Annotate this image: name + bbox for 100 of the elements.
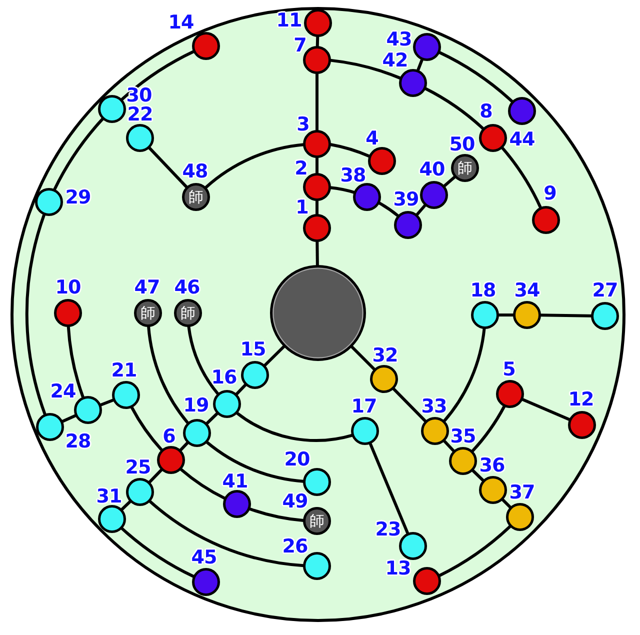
connector-line (206, 441, 304, 483)
node-number: 34 (514, 284, 540, 298)
connector-line (330, 58, 401, 80)
node-number: 2 (294, 162, 308, 176)
node-number: 33 (421, 400, 447, 414)
node-number: 19 (183, 398, 209, 414)
connector-line (350, 346, 376, 371)
connector-line (501, 498, 512, 509)
connector-line (187, 326, 220, 395)
connector-line (392, 388, 427, 422)
node-number: 16 (211, 370, 237, 386)
connector-line (330, 143, 370, 158)
node-number: 31 (96, 490, 122, 504)
node-number: 41 (222, 474, 248, 490)
hub-circle (270, 265, 366, 361)
connector-line (424, 87, 484, 130)
node-number: 48 (182, 164, 208, 180)
node-number: 12 (568, 392, 594, 408)
connector-line (443, 328, 486, 422)
connector-line (501, 146, 542, 208)
node-number: 8 (480, 104, 492, 120)
connector-line (443, 176, 456, 188)
node-number: 22 (127, 108, 153, 122)
connector-line (148, 468, 163, 484)
connector-line (264, 345, 286, 367)
node-number: 5 (502, 362, 516, 378)
node-number: 14 (168, 16, 194, 30)
connector-line (180, 468, 226, 500)
node-number: 15 (240, 342, 266, 358)
connector-line (438, 525, 512, 577)
connector-line (416, 59, 424, 71)
connector-line (316, 36, 320, 47)
node-number: 40 (419, 162, 445, 178)
connector-line (235, 384, 247, 396)
connector-line (316, 241, 319, 266)
connector-line (416, 204, 426, 216)
node-number: 38 (340, 168, 366, 184)
node-number: 45 (191, 550, 217, 566)
connector-line (53, 118, 104, 190)
connector-line (316, 158, 318, 174)
connector-line (236, 412, 353, 442)
node-number: 36 (479, 458, 505, 474)
connector-line (120, 527, 194, 578)
node-number: 28 (65, 434, 91, 450)
connector-line (522, 398, 570, 422)
connector-line (120, 50, 194, 101)
node-number: 6 (162, 430, 176, 444)
connector-line (100, 398, 114, 406)
connector-line (204, 143, 304, 189)
node-number: 20 (284, 452, 310, 468)
connector-line (249, 507, 304, 522)
connector-line (498, 314, 514, 316)
connector-line (330, 186, 355, 194)
connector-line (540, 314, 592, 318)
node-number: 47 (134, 280, 160, 296)
node-number: 3 (296, 118, 310, 132)
connector-line (148, 500, 304, 568)
node-number: 27 (592, 284, 618, 298)
node-number: 10 (55, 280, 81, 296)
connector-line (62, 414, 76, 423)
node-number: 29 (65, 190, 91, 206)
connector-line (378, 202, 399, 218)
connector-line (443, 440, 455, 452)
node-number: 32 (372, 348, 398, 364)
node-number: 4 (366, 132, 378, 146)
node-number: 43 (386, 32, 412, 48)
node-number: 25 (125, 460, 151, 476)
node-number: 1 (296, 200, 308, 216)
node-number: 13 (385, 562, 411, 576)
connector-line (148, 146, 188, 188)
connector-line (147, 326, 190, 424)
connector-line (472, 469, 484, 482)
connector-line (471, 406, 506, 452)
node-number: 37 (509, 486, 535, 500)
node-number: 49 (282, 494, 308, 510)
node-number: 24 (50, 384, 76, 400)
connector-line (120, 500, 132, 511)
connector-line (438, 51, 514, 103)
node-number: 46 (174, 280, 200, 296)
node-number: 11 (276, 14, 302, 28)
connector-line (368, 442, 410, 534)
node-number: 9 (544, 186, 556, 202)
node-number: 30 (126, 88, 152, 104)
node-number: 23 (375, 522, 401, 538)
connector-line (66, 326, 85, 398)
node-number: 44 (509, 132, 535, 148)
node-number: 42 (382, 54, 408, 68)
node-number: 50 (449, 138, 475, 152)
connector-line (206, 412, 218, 425)
node-number: 26 (282, 540, 308, 554)
node-number: 21 (111, 364, 137, 378)
node-number: 7 (294, 38, 306, 54)
connector-line (25, 214, 46, 415)
connector-line (130, 406, 163, 452)
connector-line (316, 200, 318, 214)
node-number: 17 (351, 400, 377, 414)
node-number: 18 (470, 284, 496, 298)
connector-line (316, 74, 318, 130)
node-number: 39 (393, 192, 419, 208)
node-number: 35 (450, 430, 476, 444)
